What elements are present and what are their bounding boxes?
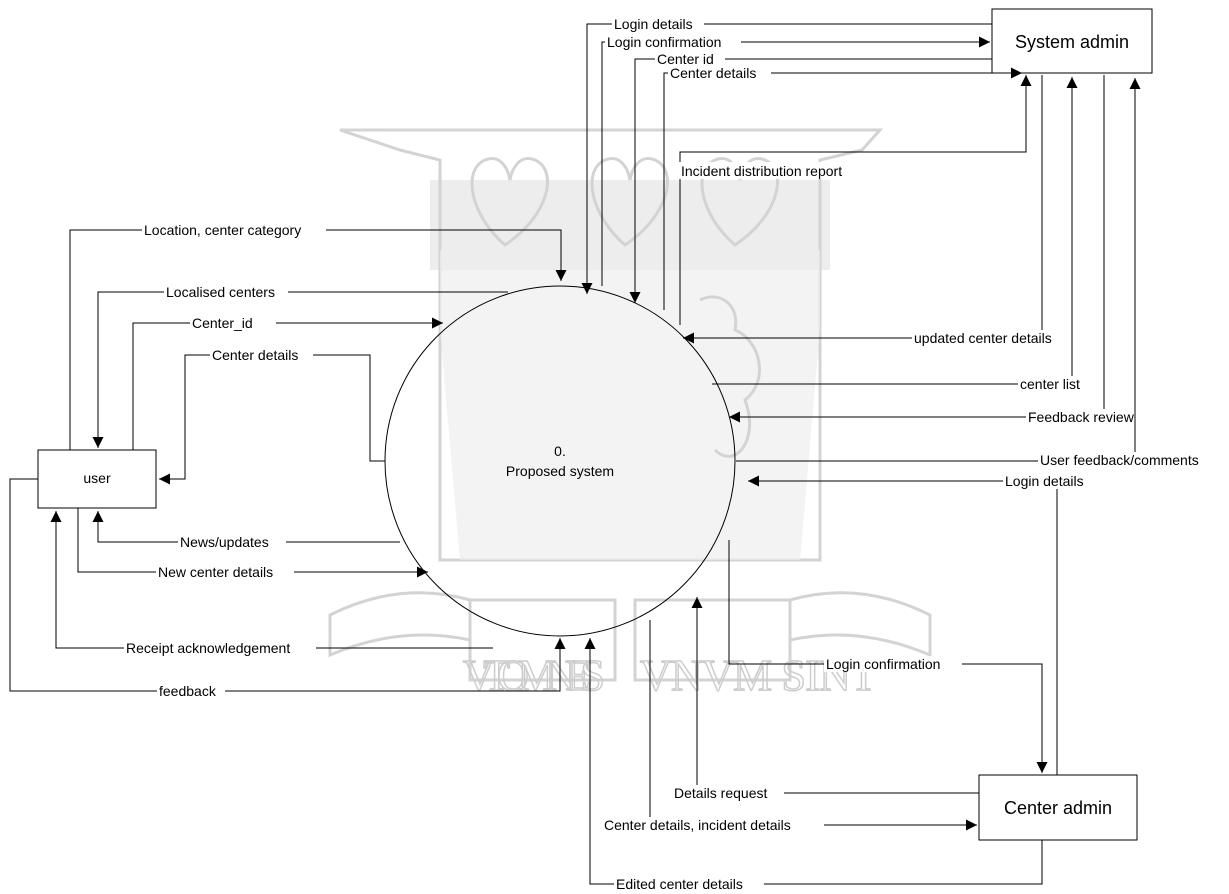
flow-center-details-user[interactable]: Center details (159, 347, 385, 479)
flow-label: Center_id (192, 315, 253, 331)
flow-label: Feedback review (1028, 409, 1135, 425)
flow-label: Center details, incident details (604, 817, 791, 833)
entity-user-label: user (83, 470, 111, 486)
flow-label: feedback (159, 683, 217, 699)
process-name: Proposed system (506, 463, 614, 479)
flow-label: News/updates (180, 534, 269, 550)
process-number: 0. (554, 443, 566, 459)
flow-label: Login details (1005, 473, 1084, 489)
entity-system-admin-label: System admin (1015, 32, 1129, 52)
entity-center-admin[interactable]: Center admin (979, 775, 1137, 840)
flow-label: Incident distribution report (681, 163, 842, 179)
entity-center-admin-label: Center admin (1004, 798, 1112, 818)
flow-label: Login confirmation (826, 656, 940, 672)
motto-left: VT OMNES (463, 651, 608, 700)
entity-system-admin[interactable]: System admin (992, 9, 1152, 73)
flow-label: center list (1020, 376, 1080, 392)
flow-label: Receipt acknowledgement (126, 640, 290, 656)
flow-label: Details request (674, 785, 767, 801)
flow-label: Center details (670, 65, 756, 81)
flow-label: Localised centers (166, 284, 275, 300)
entity-user[interactable]: user (38, 450, 156, 508)
flow-news-updates[interactable]: News/updates (98, 511, 400, 550)
flow-label: User feedback/comments (1040, 452, 1199, 468)
flow-label: New center details (158, 564, 273, 580)
flow-label: Login details (614, 16, 693, 32)
flow-label: Center details (212, 347, 298, 363)
crest-watermark: VT OMNES VNVM SINT (330, 130, 930, 700)
flow-label: Location, center category (144, 222, 301, 238)
flow-center-id-user[interactable]: Center_id (133, 315, 443, 450)
flow-label: Edited center details (616, 876, 743, 892)
flow-label: updated center details (914, 330, 1052, 346)
flow-label: Login confirmation (607, 34, 721, 50)
